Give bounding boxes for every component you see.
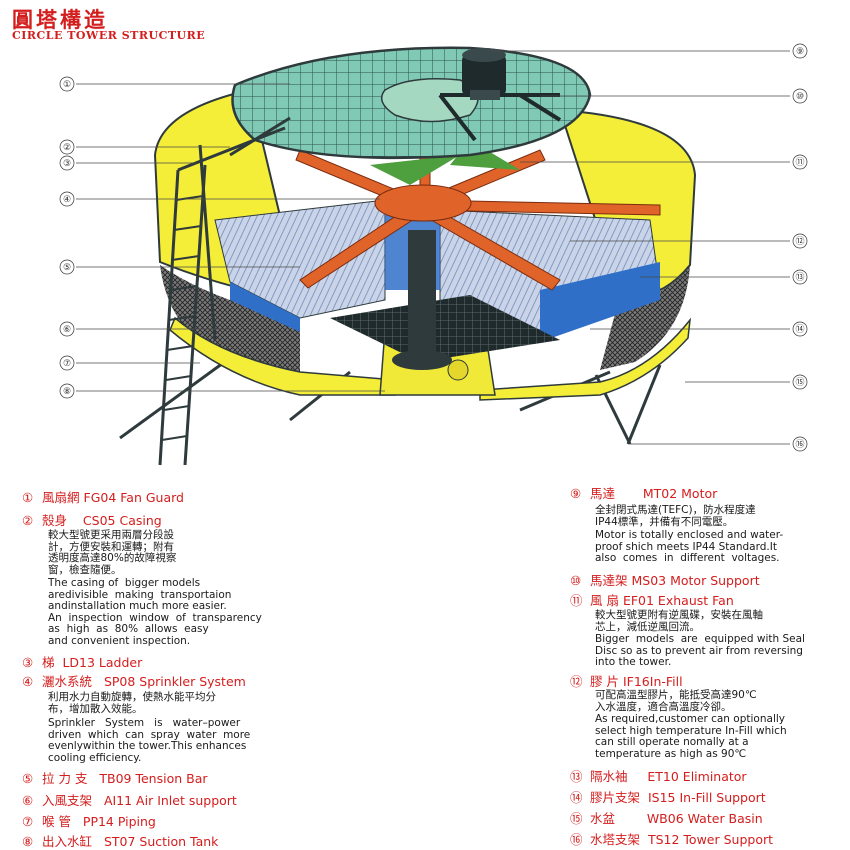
callout-9: ⑨ <box>796 47 804 57</box>
sprinkler-hub <box>374 184 472 222</box>
page-subtitle: CIRCLE TOWER STRUCTURE <box>12 29 206 42</box>
callout-8: ⑧ <box>63 387 71 397</box>
motor <box>462 48 506 100</box>
callout-13: ⑬ <box>795 272 804 283</box>
callout-11: ⑪ <box>795 157 804 168</box>
sprinkler-description-zh: 利用水力自動旋轉，使熱水能平均分 布，增加散入效能。 <box>48 691 216 715</box>
air-inlet-mesh-right <box>600 265 690 370</box>
callout-14: ⑭ <box>795 324 804 335</box>
callout-6: ⑥ <box>63 325 71 335</box>
callout-circles <box>59 43 808 452</box>
callout-1: ① <box>63 80 71 90</box>
fan-description-zh: 較大型號更附有逆風碟，安裝在風軸 芯上，減低逆風回流。 <box>595 609 763 633</box>
central-piping <box>408 230 436 360</box>
sprinkler-description-en: Sprinkler System is water–power driven w… <box>48 717 251 764</box>
in-fill-face-left <box>230 282 300 332</box>
ladder-rungs <box>161 195 204 441</box>
callout-16: ⑯ <box>795 439 804 450</box>
motor-description-en: Motor is totally enclosed and water- pro… <box>595 529 784 564</box>
infill-description-en: As required,customer can optionally sele… <box>595 713 787 760</box>
motor-description-zh: 全封閉式馬達(TEFC)，防水程度達 IP44標準，并備有不同電壓。 <box>595 504 756 528</box>
infill-description-zh: 可配高溫型膠片，能抵受高達90℃ 入水溫度，適合高溫度冷卻。 <box>595 689 757 713</box>
callout-15: ⑮ <box>795 377 804 388</box>
callout-10: ⑩ <box>796 92 804 102</box>
in-fill-block-left <box>214 199 386 319</box>
leader-lines <box>76 50 790 445</box>
callout-7: ⑦ <box>63 359 71 369</box>
in-fill-face-right <box>540 262 660 342</box>
tower-diagram: ① ② ③ ④ ⑤ ⑥ ⑦ ⑧ ⑨ ⑩ ⑪ ⑫ ⑬ ⑭ ⑮ ⑯ <box>59 43 808 466</box>
callout-12: ⑫ <box>795 236 804 247</box>
casing-description-en: The casing of bigger models aredivisible… <box>48 577 262 647</box>
in-fill-support-grid <box>330 295 560 362</box>
casing-bottom-rim-right <box>479 317 692 401</box>
callout-labels: ① ② ③ ④ ⑤ ⑥ ⑦ ⑧ ⑨ ⑩ ⑪ ⑫ ⑬ ⑭ ⑮ ⑯ <box>63 47 805 450</box>
page-title: 圓塔構造 <box>12 7 108 32</box>
fan-description-en: Bigger models are equipped with Seal Dis… <box>595 633 805 668</box>
callout-4: ④ <box>63 195 71 205</box>
callout-2: ② <box>63 143 71 153</box>
exhaust-fan-blade <box>370 155 460 185</box>
casing-description-zh: 較大型號更采用兩層分段設 計，方便安裝和運轉；附有 透明度高達80%的故障視察 … <box>48 529 177 576</box>
callout-5: ⑤ <box>63 263 71 273</box>
callout-3: ③ <box>63 159 71 169</box>
